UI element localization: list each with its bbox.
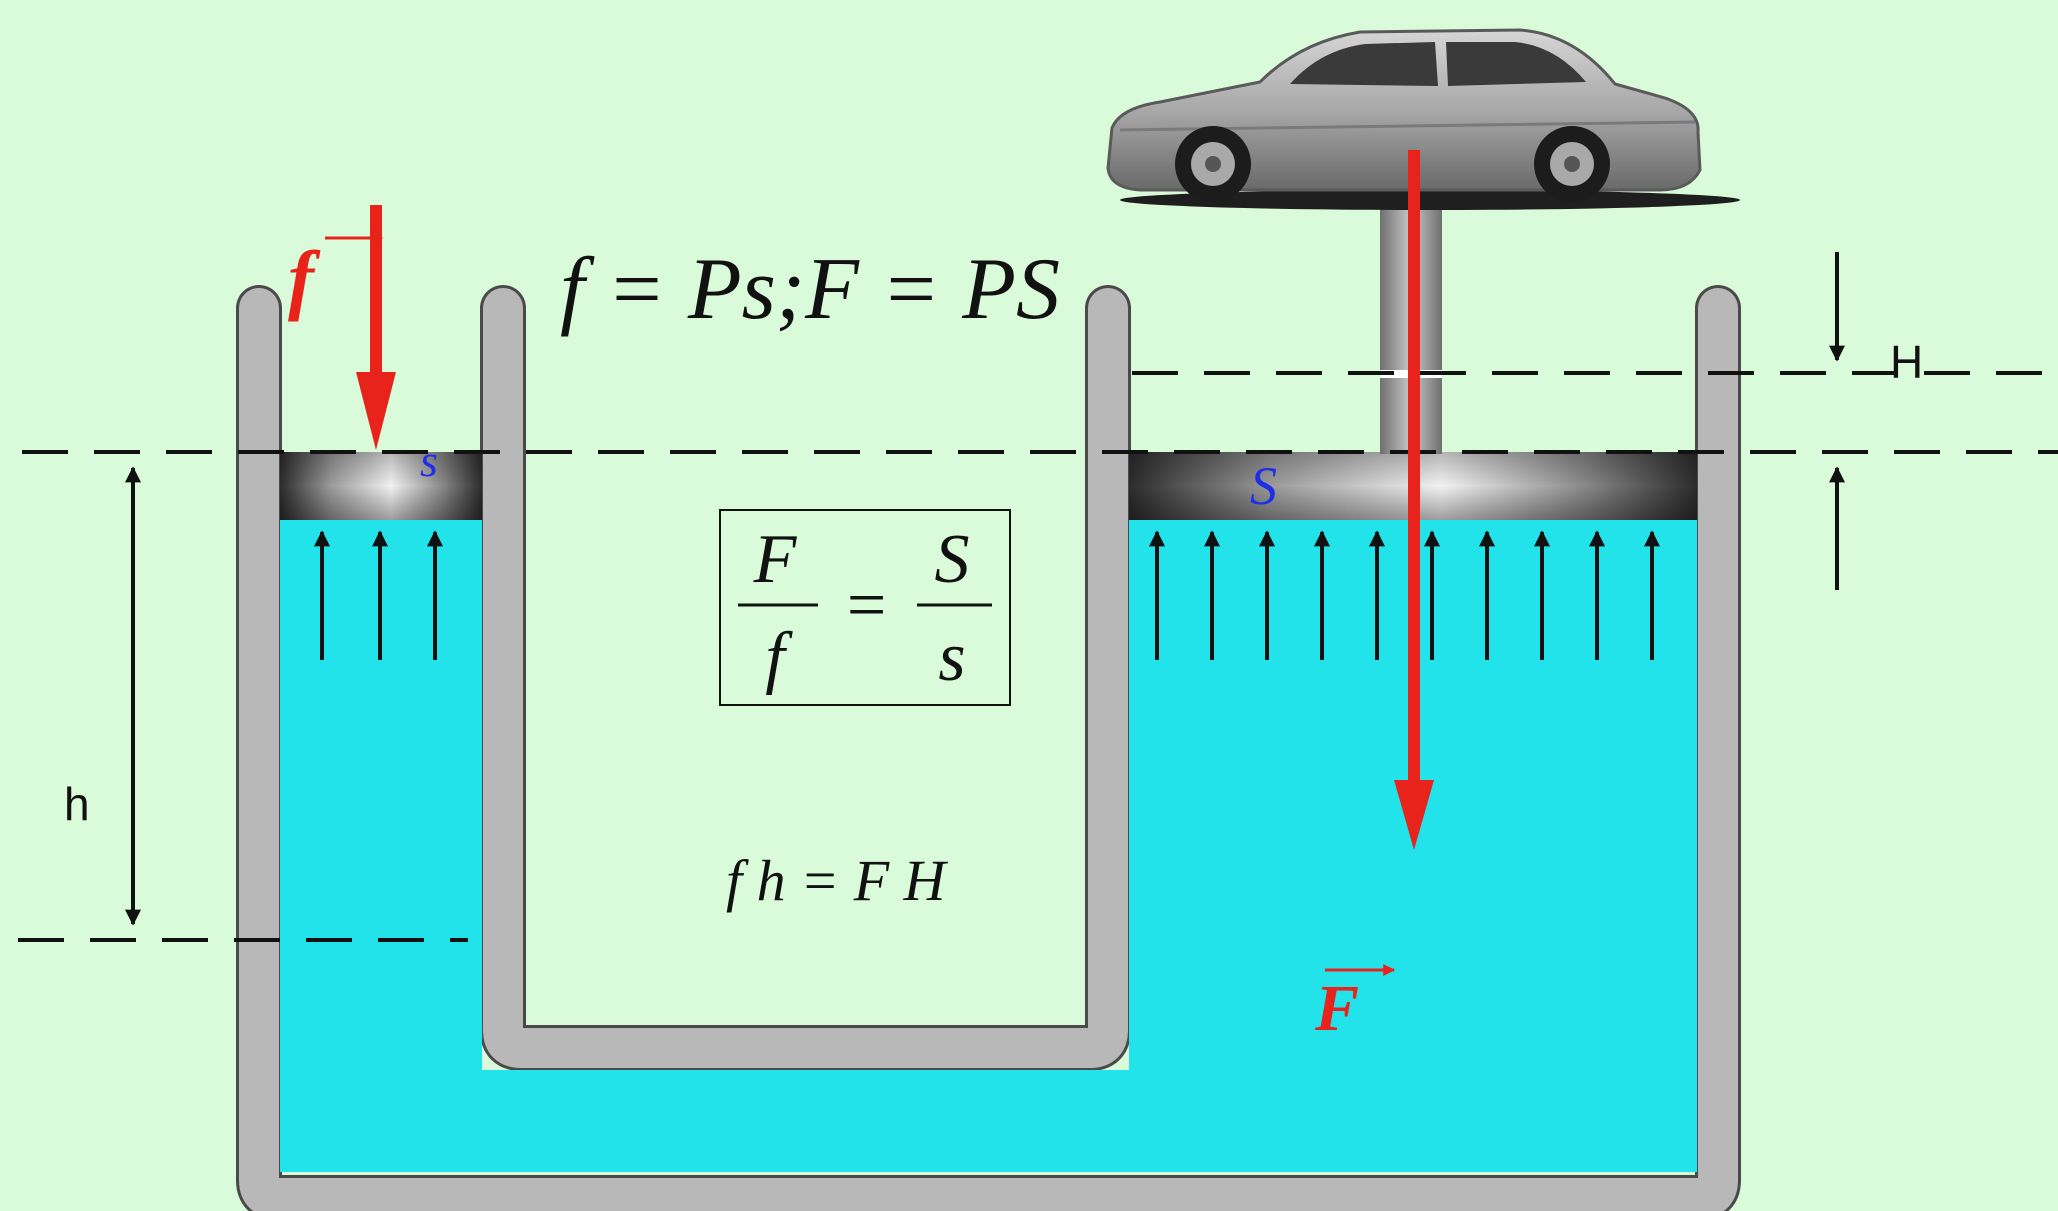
- large-force-label: F: [1314, 964, 1396, 1045]
- ratio-left-numerator: F: [753, 521, 798, 598]
- large-force-symbol: F: [1314, 972, 1359, 1045]
- small-piston: [280, 452, 482, 520]
- large-height-label: H: [1890, 336, 1923, 388]
- ratio-right-numerator: S: [935, 521, 970, 598]
- large-force-arrow: [1394, 150, 1434, 850]
- pressure-formula: f = Ps;F = PS: [560, 241, 1060, 338]
- ratio-left-denominator: f: [765, 619, 793, 696]
- small-height-label: h: [64, 778, 90, 830]
- pressure-arrows-small: [314, 530, 443, 660]
- large-area-label: S: [1250, 456, 1277, 516]
- small-force-label: f: [288, 232, 384, 322]
- pressure-formula-right: F = PS: [804, 241, 1060, 338]
- svg-text:f = Ps;F = PS: f = Ps;F = PS: [560, 241, 1060, 338]
- level-lines: [18, 371, 2058, 942]
- car-icon: [1106, 28, 1740, 210]
- small-area-label: s: [420, 435, 438, 486]
- ratio-formula: F f = S s: [719, 509, 1011, 706]
- pressure-formula-separator: ;: [776, 241, 805, 338]
- ratio-equals: =: [842, 567, 889, 644]
- small-force-arrow: [356, 205, 396, 450]
- pressure-formula-left: f = Ps: [560, 241, 776, 338]
- vessel-inner-wall: [480, 285, 1131, 1071]
- work-formula: f h = F H: [726, 848, 949, 913]
- vessel: [236, 285, 1741, 1211]
- ratio-right-denominator: s: [938, 619, 965, 696]
- pressure-arrows-large: [1149, 530, 1660, 660]
- small-force-symbol: f: [288, 235, 321, 322]
- liquid-bottom-channel: [280, 1070, 1697, 1172]
- ratio-formula-box: [719, 509, 1011, 706]
